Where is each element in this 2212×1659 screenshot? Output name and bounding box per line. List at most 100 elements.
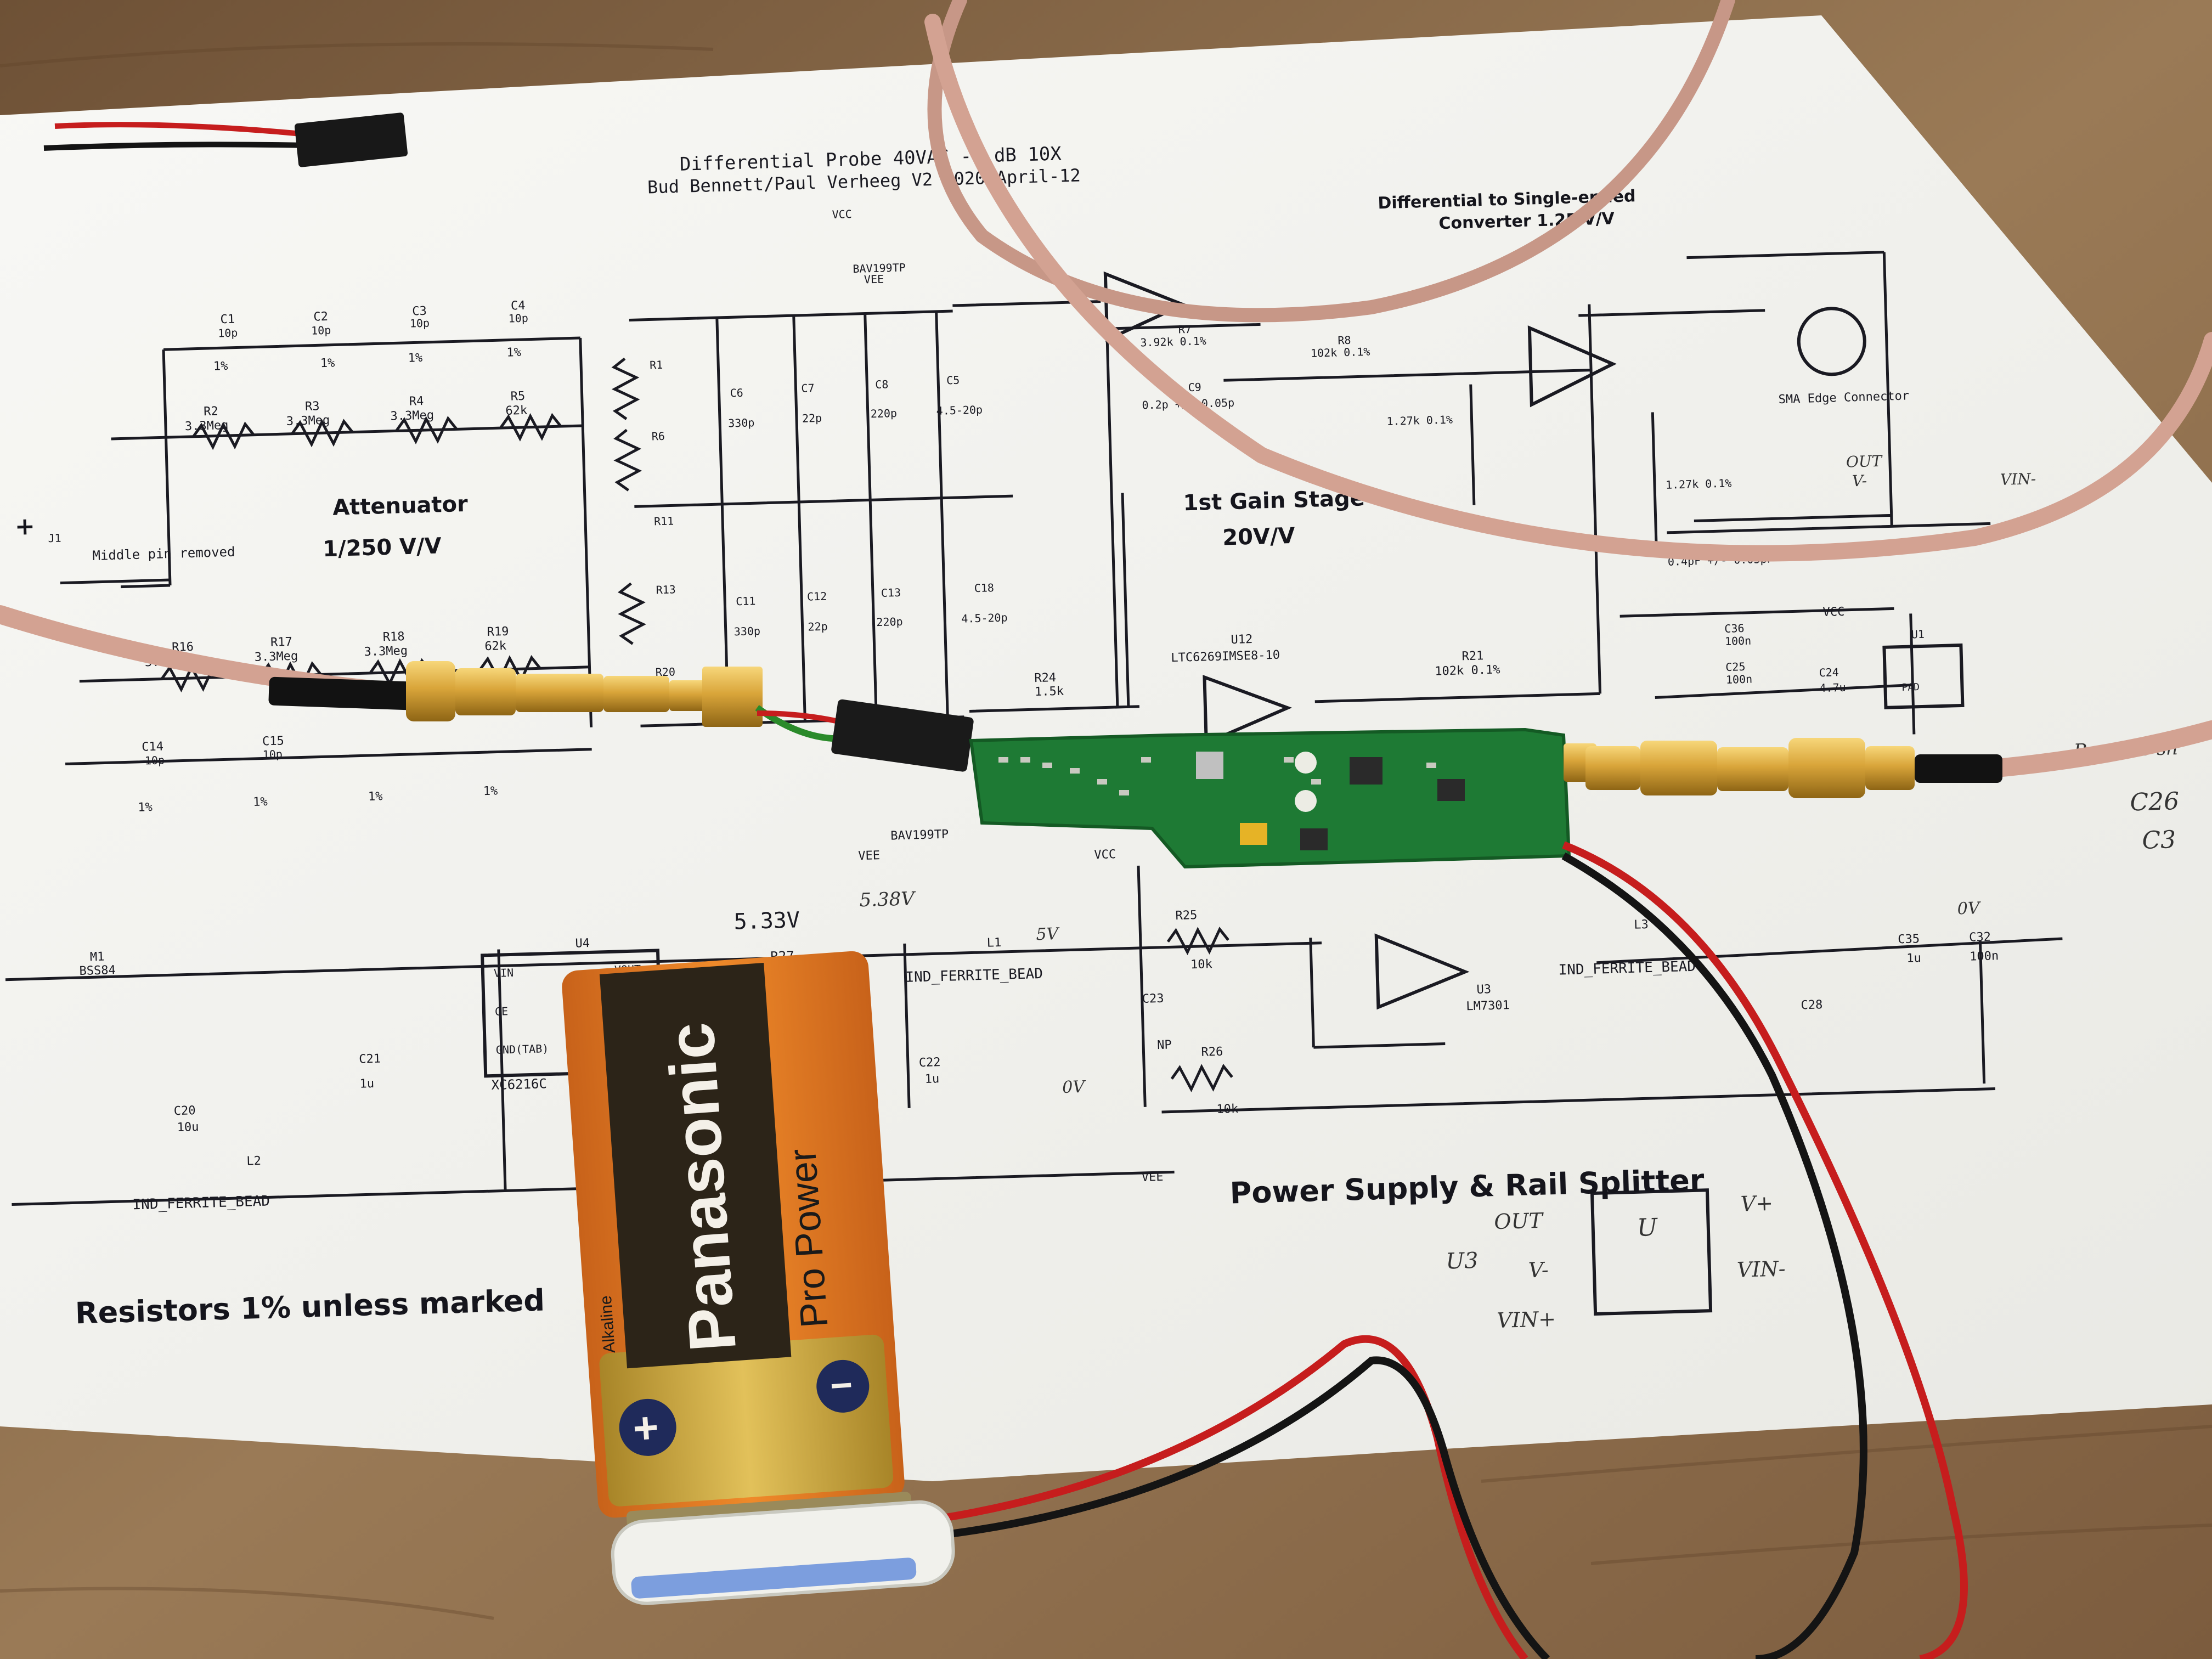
c36-value: 100n bbox=[1725, 634, 1752, 648]
u4-label: U4 bbox=[575, 936, 590, 951]
c8-value: 220p bbox=[870, 407, 897, 420]
dupont-connector-top bbox=[43, 112, 408, 167]
r19-value: 62k bbox=[484, 639, 506, 653]
note-c3: C3 bbox=[2142, 826, 2176, 855]
c21-value: 1u bbox=[359, 1077, 374, 1091]
c21-label: C21 bbox=[359, 1052, 381, 1066]
c12-value: 22p bbox=[808, 620, 828, 634]
r24-value: 1.5k bbox=[1035, 685, 1064, 699]
r4-label: R4 bbox=[409, 394, 424, 409]
l1-part: IND_FERRITE_BEAD bbox=[905, 966, 1043, 986]
r11-label: R11 bbox=[654, 514, 674, 528]
vcc-label-top: VCC bbox=[832, 207, 852, 221]
r2-label: R2 bbox=[204, 404, 218, 419]
c15-tol: 1% bbox=[253, 795, 268, 809]
c2-label: C2 bbox=[313, 310, 328, 324]
u1-box bbox=[1882, 643, 1965, 709]
c1-label: C1 bbox=[220, 313, 235, 327]
r18-label: R18 bbox=[382, 630, 404, 644]
c24-label: C24 bbox=[1819, 665, 1839, 679]
opamp-u12-icon bbox=[1203, 675, 1293, 746]
note-u-box: U bbox=[1637, 1214, 1658, 1242]
c8-label: C8 bbox=[875, 377, 889, 391]
sma-connector-right bbox=[1564, 738, 2002, 798]
u4-vin: VIN bbox=[494, 966, 514, 980]
c16-tol: 1% bbox=[368, 789, 383, 804]
r5-value: 62k bbox=[505, 404, 527, 418]
attenuator-title: Attenuator bbox=[332, 492, 469, 521]
note-c26: C26 bbox=[2130, 787, 2180, 816]
r13-label: R13 bbox=[656, 583, 676, 596]
note-vminus-top: V- bbox=[1852, 472, 1867, 490]
r8-label: R8 bbox=[1338, 334, 1351, 347]
r5-label: R5 bbox=[510, 390, 525, 404]
black-battery-wire bbox=[1561, 852, 1867, 1659]
c20-label: C20 bbox=[173, 1104, 195, 1118]
red-clip-wire bbox=[932, 1335, 1528, 1659]
c18-value: 4.5-20p bbox=[961, 611, 1008, 625]
c11-label: C11 bbox=[736, 594, 756, 608]
c14-label: C14 bbox=[142, 740, 163, 754]
note-vinminus: VIN- bbox=[1736, 1256, 1786, 1282]
jumper-header bbox=[831, 699, 974, 772]
c5-value: 4.5-20p bbox=[936, 403, 983, 417]
r9-value: 1.27k 0.1% bbox=[1386, 413, 1453, 428]
l3-part: IND_FERRITE_BEAD bbox=[1558, 958, 1696, 979]
r3-value: 3.3Meg bbox=[286, 414, 330, 428]
battery-minus-sign: − bbox=[828, 1363, 854, 1408]
note-538v: 5.38V bbox=[859, 888, 917, 911]
r6-label: R6 bbox=[651, 430, 665, 443]
voltage-label: 5.33V bbox=[733, 907, 800, 934]
gain-stage-ratio: 20V/V bbox=[1222, 523, 1295, 551]
u4-part: XC6216C bbox=[491, 1076, 547, 1093]
m1-label: M1 bbox=[90, 950, 105, 964]
r18-value: 3.3Meg bbox=[364, 644, 408, 659]
r17-label: R17 bbox=[270, 635, 292, 650]
c20-value: 10u bbox=[177, 1120, 199, 1135]
battery-plus-icon bbox=[619, 1398, 676, 1456]
c18-label: C18 bbox=[974, 581, 994, 595]
opamp-u3-icon bbox=[1374, 933, 1470, 1010]
note-0v-right: 0V bbox=[1957, 899, 1982, 918]
u4-gnd: GND(TAB) bbox=[496, 1042, 549, 1057]
r24-label: R24 bbox=[1034, 671, 1056, 685]
battery-minus-icon bbox=[816, 1359, 870, 1413]
u12-part: LTC6269IMSE8-10 bbox=[1171, 648, 1280, 665]
wood-grain bbox=[0, 42, 2212, 1620]
battery-chemistry: Alkaline bbox=[597, 1295, 619, 1353]
coax-loop-right bbox=[924, 14, 2212, 562]
u3-label: U3 bbox=[1476, 983, 1491, 997]
opamp-u7-icon bbox=[1103, 271, 1188, 342]
black-clip-wire bbox=[932, 1356, 1550, 1659]
u1-label: U1 bbox=[1911, 628, 1925, 641]
c22-value: 1u bbox=[924, 1072, 939, 1086]
bav-label-bottom: BAV199TP bbox=[890, 828, 949, 843]
c1-tol: 1% bbox=[213, 359, 228, 374]
vee-label-top: VEE bbox=[864, 273, 884, 286]
c24-value: 4.7u bbox=[1819, 681, 1846, 695]
note-vplus: V+ bbox=[1740, 1191, 1774, 1216]
c32-label: C32 bbox=[1969, 930, 1991, 945]
attenuator-ratio: 1/250 V/V bbox=[323, 533, 442, 562]
c23-np: NP bbox=[1157, 1038, 1172, 1052]
j1-plus: + bbox=[14, 512, 35, 541]
note-out: OUT bbox=[1494, 1209, 1544, 1234]
l1-label: L1 bbox=[986, 936, 1001, 950]
vee-label-power: VEE bbox=[1142, 1170, 1164, 1184]
u3-part: LM7301 bbox=[1466, 998, 1510, 1013]
battery-9v: Panasonic Pro Power Alkaline + − bbox=[562, 951, 955, 1605]
r14-value: 1.27k 0.1% bbox=[1666, 477, 1732, 492]
c3-label: C3 bbox=[412, 304, 427, 319]
l3-label: L3 bbox=[1634, 918, 1649, 932]
c2-value: 10p bbox=[311, 324, 331, 337]
c2-tol: 1% bbox=[320, 357, 335, 371]
opamp-converter-icon bbox=[1527, 325, 1617, 408]
vcc-label-power: VCC bbox=[1094, 848, 1116, 862]
note-vinminus-top: VIN- bbox=[2000, 470, 2036, 489]
r8-value: 102k 0.1% bbox=[1311, 345, 1370, 360]
note-vinplus: VIN+ bbox=[1497, 1307, 1556, 1333]
r19-label: R19 bbox=[487, 625, 509, 639]
c4-value: 10p bbox=[508, 312, 528, 325]
c9-label: C9 bbox=[1188, 380, 1201, 394]
